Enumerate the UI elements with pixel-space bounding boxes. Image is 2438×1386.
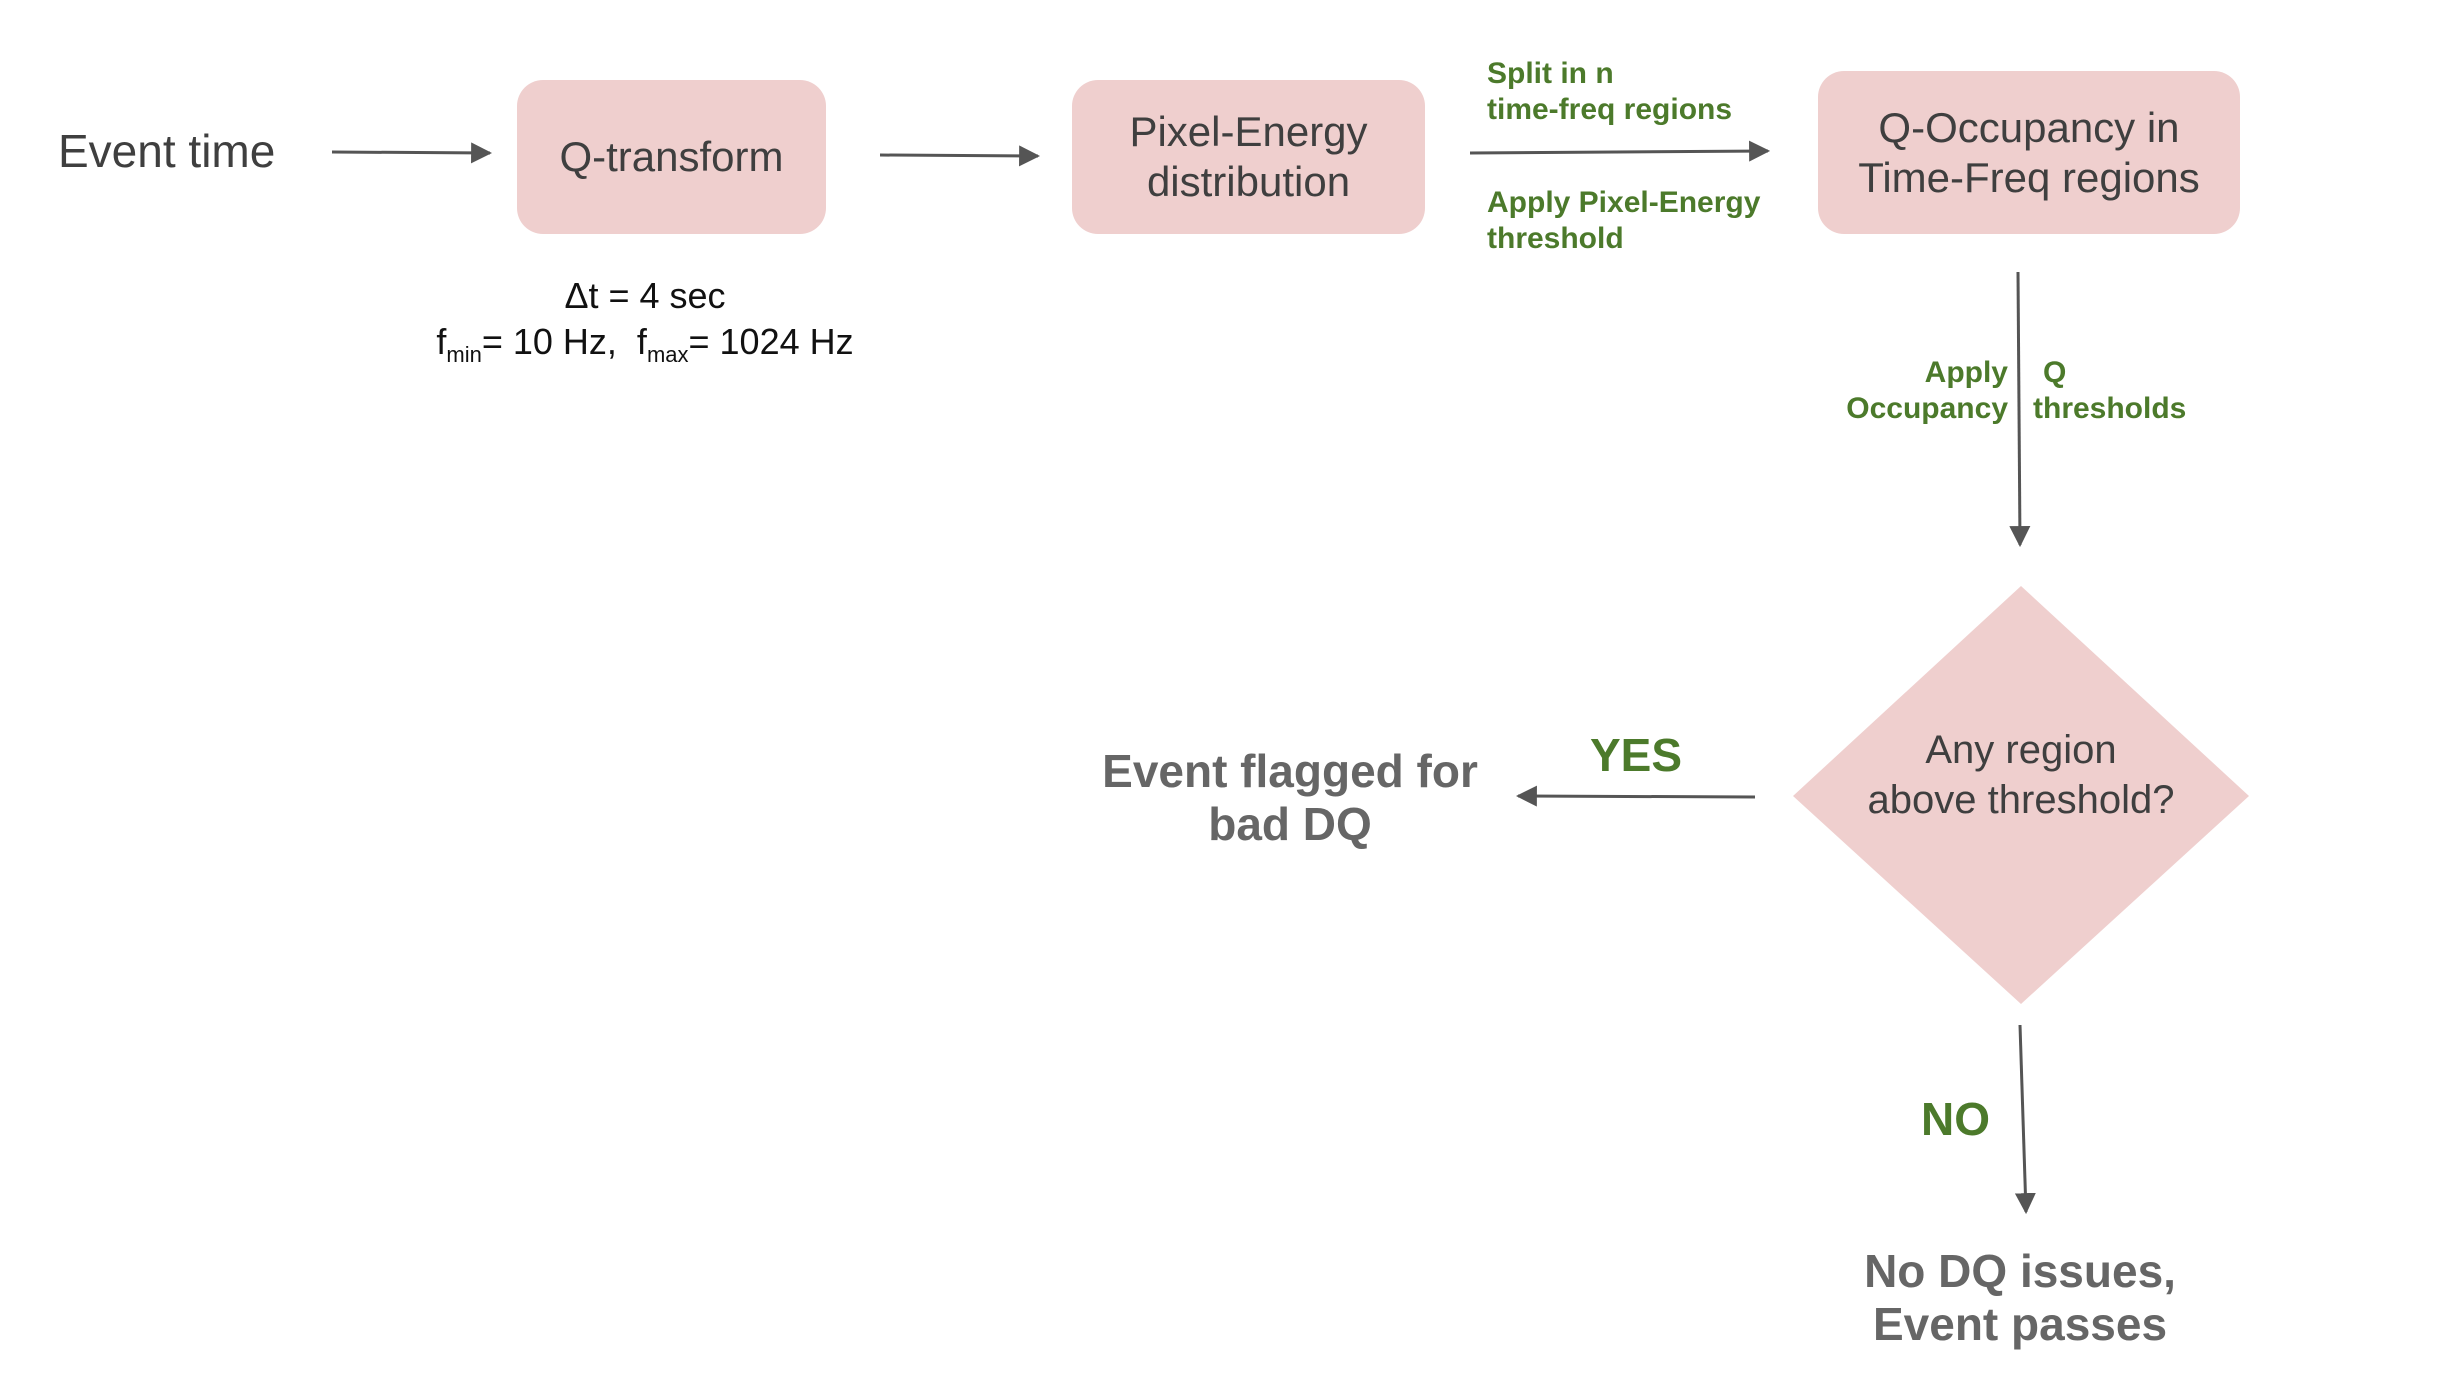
decision-label: Any region above threshold? <box>1867 728 2175 822</box>
decision-diamond <box>1793 586 2249 1004</box>
arrow-decision-to-passes <box>2014 1024 2036 1215</box>
q-transform-label: Q-transform <box>559 133 784 180</box>
arrow-occupancy-to-decision <box>2009 271 2031 548</box>
pixel-energy-line-2: distribution <box>1146 158 1351 205</box>
delta-t-param: Δt = 4 sec <box>564 275 726 316</box>
frequency-range-param: fmin= 10 Hz, fmax= 1024 Hz <box>436 321 854 368</box>
q-transform-params: Δt = 4 sec fmin= 10 Hz, fmax= 1024 Hz <box>400 275 890 368</box>
event-time-label: Event time <box>58 125 276 177</box>
apply-pixel-threshold-label: Apply Pixel-Energy threshold <box>1487 186 1761 255</box>
passes-outcome: No DQ issues, Event passes <box>1864 1245 2176 1350</box>
q-occupancy-line-1: Q-Occupancy in <box>1878 103 2180 151</box>
arrow-decision-to-flagged <box>1515 785 1756 807</box>
q-occupancy-box: Q-Occupancy in Time-Freq regions <box>1818 71 2240 234</box>
q-occupancy-line-2: Time-Freq regions <box>1858 153 2200 201</box>
arrow-event-to-qtransform <box>331 142 493 164</box>
pixel-energy-box: Pixel-Energy distribution <box>1072 80 1425 234</box>
arrow-pixel-to-occupancy <box>1469 140 1771 162</box>
q-transform-box: Q-transform <box>517 80 826 234</box>
q-thresholds-label: Q thresholds <box>2033 356 2187 425</box>
arrow-qtransform-to-pixel <box>879 145 1041 167</box>
flagged-outcome: Event flagged for bad DQ <box>1102 745 1478 850</box>
split-regions-label: Split in n time-freq regions <box>1487 57 1733 126</box>
apply-occupancy-label: Apply Occupancy <box>1846 356 2008 425</box>
pixel-energy-line-1: Pixel-Energy <box>1129 108 1368 155</box>
no-label: NO <box>1921 1093 1990 1145</box>
yes-label: YES <box>1590 729 1683 781</box>
